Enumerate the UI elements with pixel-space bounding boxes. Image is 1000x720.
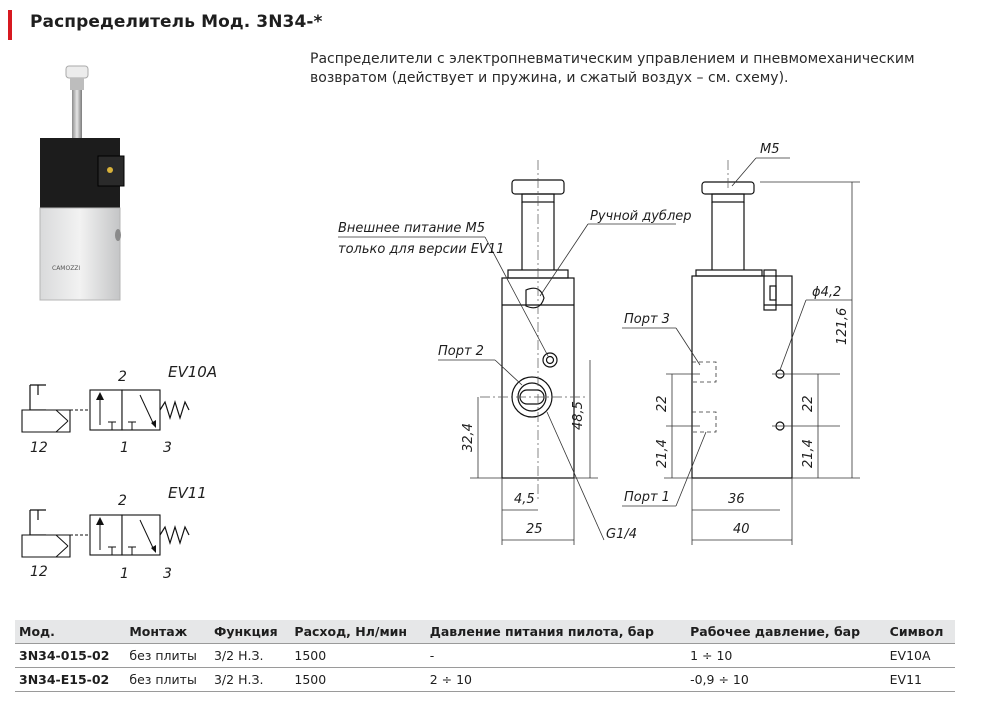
spec-table: Мод. Монтаж Функция Расход, Нл/мин Давле… [15, 620, 955, 692]
cell-model: 3N34-015-02 [15, 643, 126, 668]
cell-pilot-pressure: - [425, 643, 687, 668]
dim-25: 25 [526, 522, 543, 537]
table-header-row: Мод. Монтаж Функция Расход, Нл/мин Давле… [15, 620, 955, 644]
dim-22-left: 22 [655, 395, 670, 412]
cell-working-pressure: -0,9 ÷ 10 [686, 667, 886, 692]
ev11-port-left: 12 [30, 564, 48, 580]
label-port-2: Порт 2 [438, 344, 484, 359]
dim-36: 36 [728, 492, 745, 507]
symbol-ev10a: 2 12 1 3 EV10A [21, 363, 217, 456]
col-model: Мод. [15, 620, 126, 644]
ev10a-port-mid: 1 [120, 440, 129, 456]
cell-flow: 1500 [290, 667, 426, 692]
front-view: 32,4 48,5 25 4,5 Внешнее питание M5 толь… [338, 160, 692, 545]
cell-symbol: EV11 [885, 667, 955, 692]
cell-symbol: EV10A [885, 643, 955, 668]
cell-pilot-pressure: 2 ÷ 10 [425, 667, 687, 692]
cell-mounting: без плиты [125, 643, 210, 668]
label-external-supply-2: только для версии EV11 [338, 242, 504, 257]
cell-model: 3N34-E15-02 [15, 667, 126, 692]
col-flow: Расход, Нл/мин [290, 620, 426, 644]
cell-function: 3/2 Н.З. [209, 667, 291, 692]
description: Распределители с электропневматическим у… [310, 51, 915, 86]
label-manual-override: Ручной дублер [590, 209, 692, 224]
dim-121-6: 121,6 [835, 308, 850, 345]
label-port-3: Порт 3 [624, 312, 670, 327]
dim-21-4-right: 21,4 [801, 439, 816, 468]
label-external-supply-1: Внешнее питание M5 [338, 221, 485, 236]
page-title: Распределитель Мод. 3N34-* [30, 12, 323, 32]
cell-working-pressure: 1 ÷ 10 [686, 643, 886, 668]
dim-21-4-left: 21,4 [655, 439, 670, 468]
label-thread: G1/4 [606, 527, 637, 542]
product-photo: CAMOZZI [39, 65, 125, 301]
symbol-ev11: 2 12 1 3 EV11 [21, 484, 207, 582]
cell-mounting: без плиты [125, 667, 210, 692]
dim-40: 40 [733, 522, 750, 537]
ev10a-port-left: 12 [30, 440, 48, 456]
col-mounting: Монтаж [125, 620, 210, 644]
ev11-port-mid: 1 [120, 566, 129, 582]
dim-32-4: 32,4 [461, 423, 476, 452]
col-pilot-pressure: Давление питания пилота, бар [425, 620, 687, 644]
dim-48-5: 48,5 [571, 401, 586, 430]
cell-flow: 1500 [290, 643, 426, 668]
table-row: 3N34-015-02 без плиты 3/2 Н.З. 1500 - 1 … [15, 643, 955, 668]
ev11-label: EV11 [168, 484, 207, 502]
ev10a-label: EV10A [168, 363, 217, 381]
title-accent-bar [8, 10, 12, 40]
table-row: 3N34-E15-02 без плиты 3/2 Н.З. 1500 2 ÷ … [15, 667, 955, 692]
ev10a-port-top: 2 [118, 369, 127, 385]
col-symbol: Символ [885, 620, 955, 644]
photo-brand-label: CAMOZZI [52, 265, 80, 272]
cell-function: 3/2 Н.З. [209, 643, 291, 668]
ev11-port-right: 3 [163, 566, 172, 582]
ev11-port-top: 2 [118, 493, 127, 509]
label-hole-diameter: ϕ4,2 [812, 285, 841, 300]
label-port-1: Порт 1 [624, 490, 670, 505]
dim-4-5: 4,5 [514, 492, 535, 507]
col-function: Функция [209, 620, 291, 644]
col-working-pressure: Рабочее давление, бар [686, 620, 886, 644]
label-m5-top: M5 [760, 142, 780, 157]
technical-drawing: 2 12 1 3 EV10A 2 12 1 3 EV11 [21, 142, 860, 582]
side-view: 22 21,4 22 21,4 121,6 40 36 M5 ϕ4,2 Порт… [622, 142, 860, 545]
ev10a-port-right: 3 [163, 440, 172, 456]
dim-22-right: 22 [801, 395, 816, 412]
